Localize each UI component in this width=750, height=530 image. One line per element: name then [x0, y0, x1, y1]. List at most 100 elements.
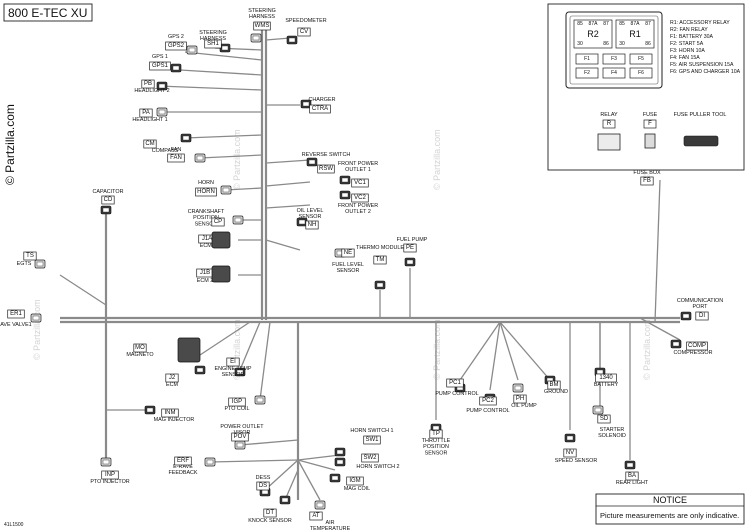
connector-pins-icon — [341, 177, 349, 183]
component-name-line: COMPRESSOR — [674, 350, 713, 356]
fuse-legend-item: F3: HORN 10A — [670, 48, 705, 54]
component-name: KNOCK SENSOR — [248, 518, 292, 524]
component-code: COMP — [688, 343, 706, 349]
component-code-box — [165, 373, 179, 383]
part-fuse-puller-name: FUSE PULLER TOOL — [674, 112, 727, 118]
connector-pins-icon — [206, 459, 214, 465]
part-relay-code-box — [602, 119, 616, 129]
component-code-box — [263, 508, 277, 518]
component-code: CP — [214, 219, 222, 225]
fuse-slot — [602, 53, 626, 65]
component-name: COMPASS — [152, 148, 179, 154]
component-name-line: ECM 1 — [200, 243, 216, 249]
component-code: CTRA — [312, 106, 328, 112]
component-code-box — [226, 357, 240, 367]
connector-pins-icon — [626, 462, 634, 468]
relay-r1 — [615, 19, 655, 49]
part-fuse-code-box — [643, 119, 657, 129]
component-code: SH1 — [207, 41, 219, 47]
component-code: TS — [26, 253, 34, 259]
component-name: REAR LIGHT — [616, 480, 649, 486]
component-code-box — [101, 470, 119, 480]
relay-r1-pin: 87 — [645, 21, 651, 27]
fuse-legend-item: R1: ACCESSORY RELAY — [670, 20, 730, 26]
component-code-box — [139, 108, 153, 118]
component-code-box — [256, 481, 270, 491]
component-code: TP — [432, 431, 440, 437]
watermark-repeat: © Partzilla.com — [432, 129, 442, 190]
component-code: ERF — [177, 458, 189, 464]
component-name: EGTS — [17, 261, 32, 267]
component-name-line: E-RAVE — [173, 464, 193, 470]
connector-pins-icon — [432, 425, 440, 431]
component-code-box — [625, 471, 639, 481]
component-code-box — [228, 397, 246, 407]
component-name: HORN — [198, 180, 214, 186]
fuse-legend-item: F6: GPS AND CHARGER 10A — [670, 69, 741, 75]
fuse-label: F2 — [584, 70, 590, 76]
component-name: RAVE VALVE1 — [0, 322, 32, 328]
component-code: PC2 — [482, 398, 494, 404]
component-code: FAN — [170, 155, 182, 161]
component-name: GPS 2 — [168, 34, 184, 40]
component-code-box — [351, 178, 369, 188]
component-name: AIRTEMPERATURESENSOR — [310, 520, 351, 530]
component-code-box — [686, 341, 708, 351]
component-name: PUMP CONTROL — [466, 408, 509, 414]
component-name-line: SENSOR — [337, 268, 360, 274]
component-name: THERMO MODULE — [356, 245, 404, 251]
component-name-line: CRANKSHAFT — [188, 209, 225, 215]
part-fuse-code: F — [648, 121, 652, 127]
component-name-line: HARNESS — [200, 36, 226, 42]
component-name-line: COMPASS — [152, 148, 179, 154]
connector-pins-icon — [158, 83, 166, 89]
connector-pins-icon — [336, 459, 344, 465]
component-name: PTO INJECTOR — [90, 479, 129, 485]
component-name-line: FUEL PUMP — [397, 237, 428, 243]
watermark-repeat: © Partzilla.com — [232, 129, 242, 190]
component-name-line: THERMO MODULE — [356, 245, 404, 251]
component-code: SW1 — [365, 437, 379, 443]
document-number: 41L1500 — [4, 522, 24, 528]
connector-pins-icon — [236, 369, 244, 375]
relay-r2 — [573, 19, 613, 49]
watermark-repeat: © Partzilla.com — [32, 299, 42, 360]
watermark-main: © Partzilla.com — [3, 104, 17, 185]
component-code-box — [174, 456, 192, 466]
component-name-line: OUTLET 1 — [345, 167, 371, 173]
connector-pins-icon — [288, 37, 296, 43]
component-name-line: PTO COIL — [224, 406, 249, 412]
component-code: SW2 — [363, 455, 377, 461]
component-at: AIRTEMPERATURESENSORAT — [309, 500, 351, 530]
relay-r2-pin: 87 — [603, 21, 609, 27]
connector-pins-icon — [261, 489, 269, 495]
component-code: HORN — [197, 189, 215, 195]
fuse-legend-item: F5: AIR SUSPENSION 15A — [670, 62, 734, 68]
component-name: FUSE BOX — [633, 170, 661, 176]
component-code: J1A — [202, 236, 212, 242]
component-name-line: FAN — [171, 147, 182, 153]
fuse-slot — [602, 67, 626, 79]
component-code: INM — [165, 410, 176, 416]
part-relay-name: RELAY — [600, 112, 618, 118]
component-code-box — [165, 41, 187, 51]
component-name: SPEEDOMETER — [285, 18, 326, 24]
component-name-line: CAPACITOR — [93, 189, 124, 195]
relay-r1-pin: 30 — [619, 41, 625, 47]
relay-r1-pin: 85 — [619, 21, 625, 27]
